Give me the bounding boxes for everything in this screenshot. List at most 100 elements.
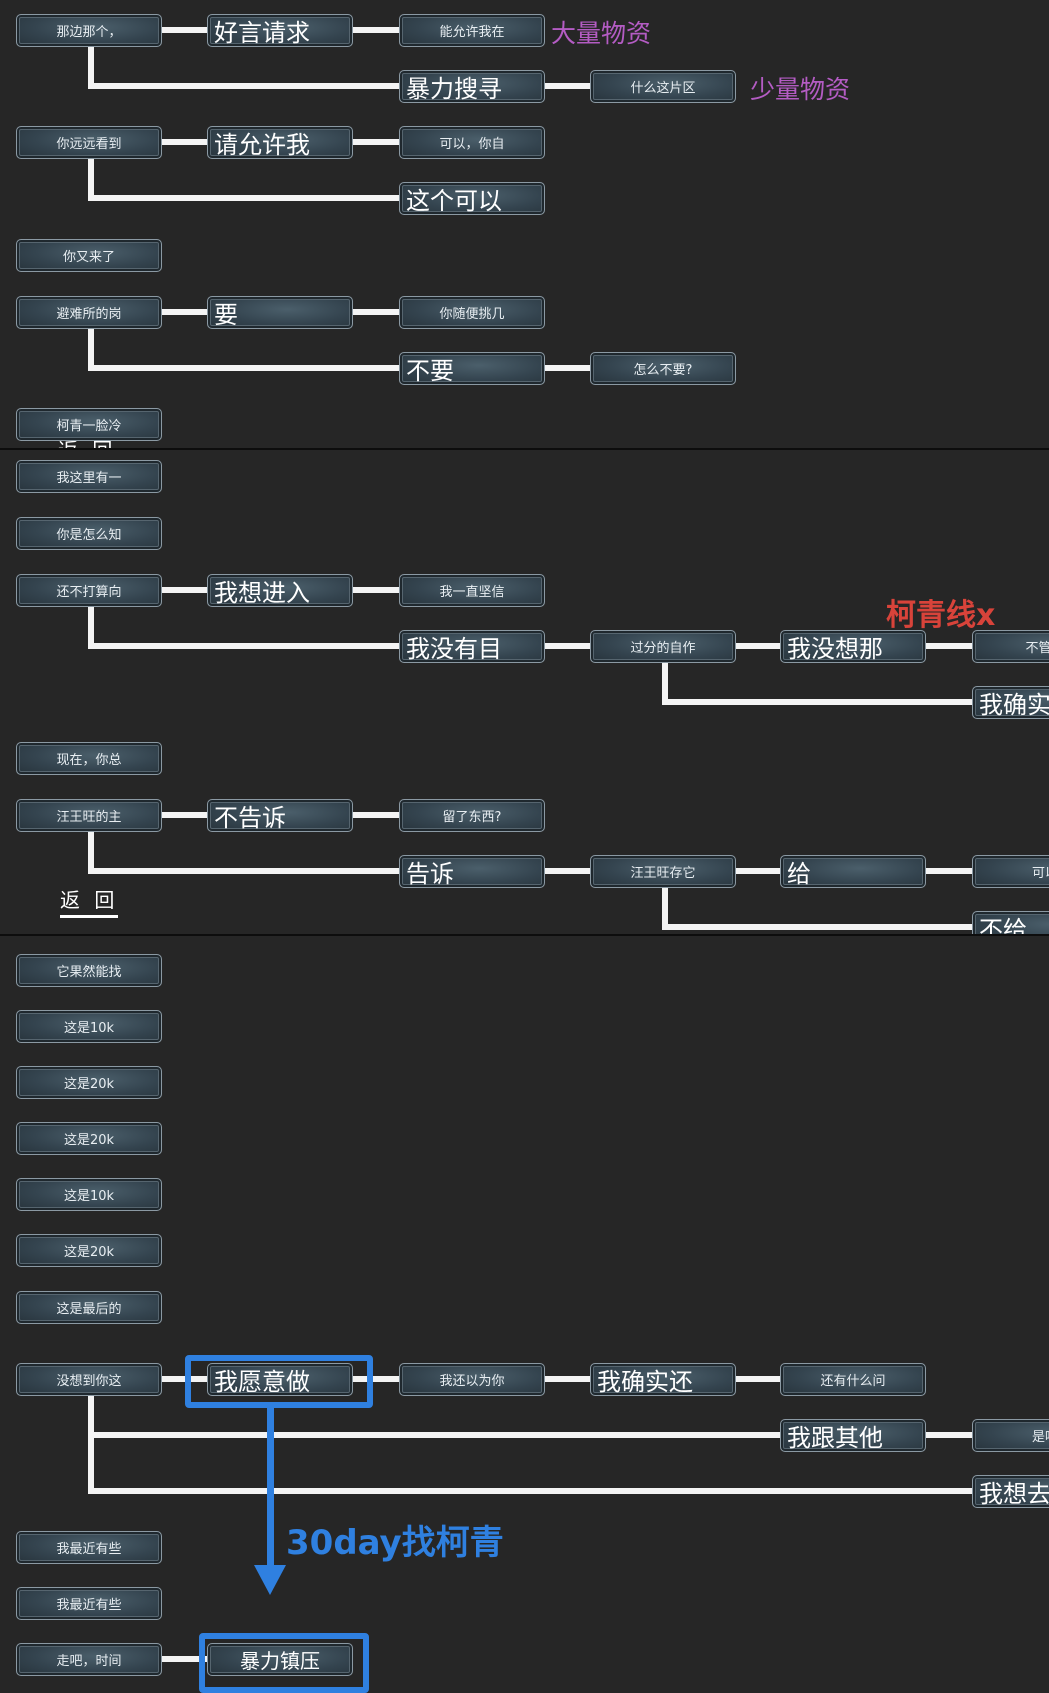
connector-line <box>545 83 590 89</box>
connector-line <box>353 309 399 315</box>
dialogue-option-node[interactable]: 留了东西? <box>399 798 545 832</box>
connector-line <box>88 195 399 201</box>
dialogue-option-node[interactable]: 我最近有些 <box>16 1586 162 1620</box>
connector-line <box>353 587 399 593</box>
dialogue-option-node[interactable]: 可以，你自 <box>399 125 545 159</box>
dialogue-option-node[interactable]: 我跟其他 <box>780 1418 926 1452</box>
dialogue-option-node[interactable]: 你是怎么知 <box>16 516 162 550</box>
connector-line <box>88 606 94 649</box>
dialogue-option-node[interactable]: 是吗 <box>972 1418 1049 1452</box>
connector-line <box>662 699 972 705</box>
dialogue-option-node[interactable]: 我想进入 <box>207 573 353 607</box>
annotation-small-supplies: 少量物资 <box>750 75 851 104</box>
dialogue-option-node[interactable]: 没想到你这 <box>16 1362 162 1396</box>
annotation-find-keqing: 30day找柯青 <box>286 1523 504 1563</box>
connector-line <box>162 139 207 145</box>
dialogue-option-node[interactable]: 能允许我在 <box>399 13 545 47</box>
connector-line <box>88 1395 94 1494</box>
dialogue-option-node[interactable]: 走吧，时间 <box>16 1642 162 1676</box>
connector-line <box>545 1376 590 1382</box>
dialogue-option-node[interactable]: 我一直坚信 <box>399 573 545 607</box>
dialogue-option-node[interactable]: 暴力搜寻 <box>399 69 545 103</box>
dialogue-option-node[interactable]: 这是10k <box>16 1009 162 1043</box>
dialogue-option-node[interactable]: 这是最后的 <box>16 1290 162 1324</box>
connector-line <box>545 365 590 371</box>
connector-line <box>545 868 590 874</box>
connector-line <box>88 328 94 371</box>
connector-line <box>736 643 780 649</box>
dialogue-option-node[interactable]: 我确实 <box>972 685 1049 719</box>
dialogue-section-3: 它果然能找这是10k 这是20k 这是20k 这是10k 这是20k 这是最后的没想到你这… <box>0 936 1049 1690</box>
dialogue-option-node[interactable]: 汪王旺存它 <box>590 854 736 888</box>
back-button[interactable]: 返 回 <box>60 884 119 918</box>
dialogue-option-node[interactable]: 你随便挑几 <box>399 295 545 329</box>
dialogue-option-node[interactable]: 你远远看到 <box>16 125 162 159</box>
dialogue-option-node[interactable]: 可以 <box>972 854 1049 888</box>
dialogue-option-node[interactable]: 不告诉 <box>207 798 353 832</box>
dialogue-option-node[interactable]: 我没有目 <box>399 629 545 663</box>
dialogue-option-node[interactable]: 好言请求 <box>207 13 353 47</box>
dialogue-option-node[interactable]: 暴力镇压 <box>207 1642 353 1676</box>
arrow-down-icon <box>267 1407 274 1567</box>
connector-line <box>162 1656 207 1662</box>
dialogue-option-node[interactable]: 这是20k <box>16 1065 162 1099</box>
connector-line <box>926 1432 972 1438</box>
dialogue-option-node[interactable]: 不给 <box>972 910 1049 934</box>
connector-line <box>88 831 94 874</box>
dialogue-option-node[interactable]: 汪王旺的主 <box>16 798 162 832</box>
connector-line <box>162 1376 207 1382</box>
dialogue-option-node[interactable]: 我想去 <box>972 1474 1049 1508</box>
dialogue-option-node[interactable]: 你又来了 <box>16 238 162 272</box>
dialogue-option-node[interactable]: 什么这片区 <box>590 69 736 103</box>
dialogue-option-node[interactable]: 我没想那 <box>780 629 926 663</box>
section-divider <box>0 448 1049 450</box>
dialogue-option-node[interactable]: 过分的自作 <box>590 629 736 663</box>
dialogue-option-node[interactable]: 这个可以 <box>399 181 545 215</box>
dialogue-option-node[interactable]: 告诉 <box>399 854 545 888</box>
highlight-box-willing <box>185 1355 373 1408</box>
connector-line <box>162 27 207 33</box>
dialogue-option-node[interactable]: 这是20k <box>16 1121 162 1155</box>
dialogue-section-2: 返 回 我这里有一你是怎么知还不打算向 我想进入 我一直坚信我没有目 过分的自作 我没想… <box>0 450 1049 934</box>
connector-line <box>88 158 94 201</box>
dialogue-option-node[interactable]: 我这里有一 <box>16 459 162 493</box>
annotation-keqing-line: 柯青线x <box>886 598 996 633</box>
connector-line <box>88 1488 972 1494</box>
dialogue-option-node[interactable]: 怎么不要? <box>590 351 736 385</box>
back-button-partial[interactable]: 返 回 <box>58 434 116 448</box>
connector-line <box>162 587 207 593</box>
dialogue-option-node[interactable]: 我确实还 <box>590 1362 736 1396</box>
connector-line <box>353 27 399 33</box>
connector-line <box>662 887 668 930</box>
dialogue-option-node[interactable]: 给 <box>780 854 926 888</box>
dialogue-option-node[interactable]: 那边那个， <box>16 13 162 47</box>
dialogue-option-node[interactable]: 要 <box>207 295 353 329</box>
dialogue-option-node[interactable]: 它果然能找 <box>16 953 162 987</box>
connector-line <box>926 868 972 874</box>
dialogue-option-node[interactable]: 我愿意做 <box>207 1362 353 1396</box>
dialogue-option-node[interactable]: 这是20k <box>16 1233 162 1267</box>
dialogue-option-node[interactable]: 不要 <box>399 351 545 385</box>
connector-line <box>162 309 207 315</box>
dialogue-option-node[interactable]: 还有什么问 <box>780 1362 926 1396</box>
dialogue-option-node[interactable]: 请允许我 <box>207 125 353 159</box>
connector-line <box>736 868 780 874</box>
dialogue-option-node[interactable]: 不管你 <box>972 629 1049 663</box>
dialogue-option-node[interactable]: 避难所的岗 <box>16 295 162 329</box>
annotation-large-supplies: 大量物资 <box>551 19 652 48</box>
connector-line <box>162 812 207 818</box>
connector-line <box>353 1376 399 1382</box>
dialogue-option-node[interactable]: 还不打算向 <box>16 573 162 607</box>
dialogue-option-node[interactable]: 柯青一脸冷 <box>16 407 162 441</box>
connector-line <box>353 812 399 818</box>
connector-line <box>88 365 399 371</box>
dialogue-option-node[interactable]: 我最近有些 <box>16 1530 162 1564</box>
dialogue-option-node[interactable]: 我还以为你 <box>399 1362 545 1396</box>
dialogue-option-node[interactable]: 现在，你总 <box>16 741 162 775</box>
connector-line <box>662 924 972 930</box>
connector-line <box>353 139 399 145</box>
dialogue-option-node[interactable]: 这是10k <box>16 1177 162 1211</box>
highlight-box-suppress <box>199 1633 369 1693</box>
connector-line <box>545 643 590 649</box>
